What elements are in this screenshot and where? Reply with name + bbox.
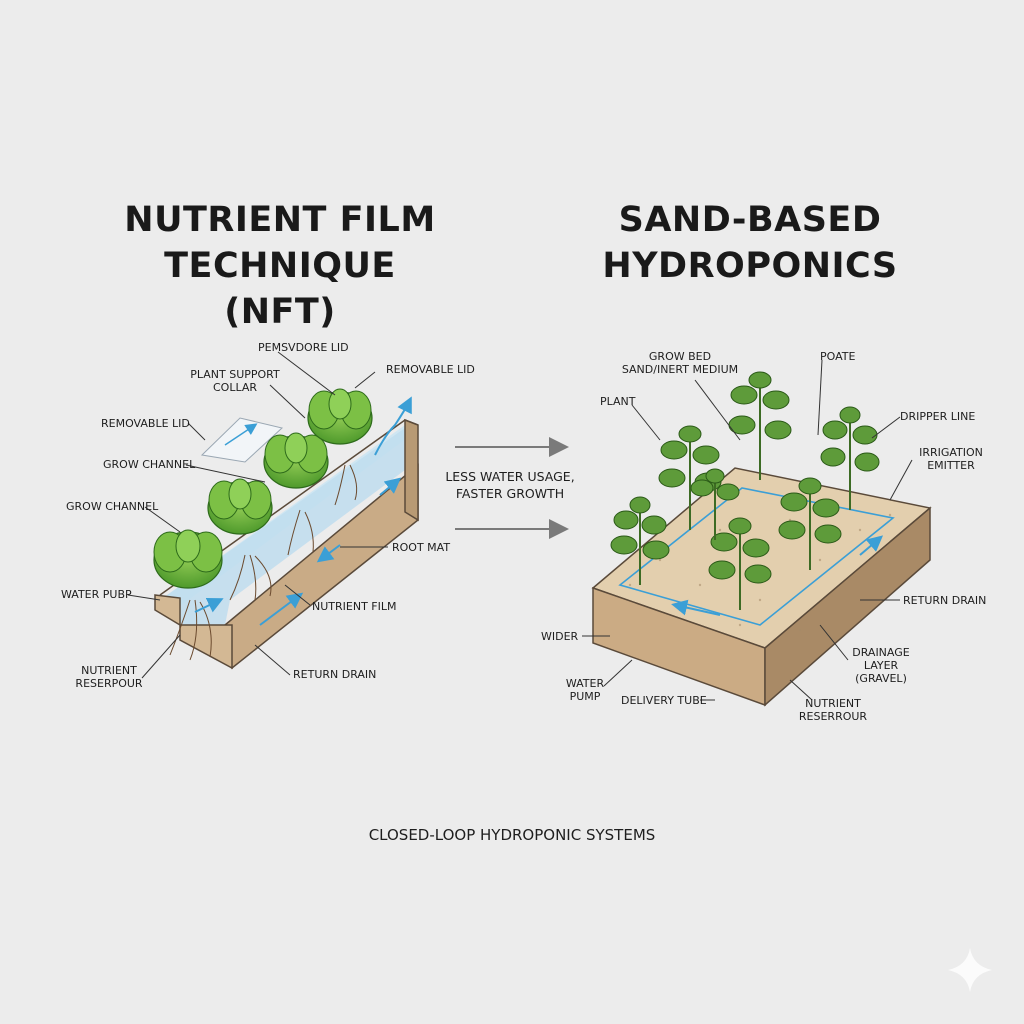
footer-caption: CLOSED-LOOP HYDROPONIC SYSTEMS xyxy=(368,826,656,844)
nft-roots xyxy=(169,464,358,661)
label-water-pump: WATER PUBP xyxy=(61,588,132,601)
label-delivery-tube: DELIVERY TUBE xyxy=(621,694,707,707)
label-drainage-layer: DRAINAGE LAYER (GRAVEL) xyxy=(852,646,910,685)
nft-title: NUTRIENT FILM TECHNIQUE (NFT) xyxy=(110,197,450,335)
nft-title-line1: NUTRIENT FILM xyxy=(124,200,436,240)
label-water-pump-sand: WATER PUMP xyxy=(565,677,605,703)
nft-plants xyxy=(153,388,373,589)
label-poate: POATE xyxy=(820,350,856,363)
label-irrigation-emitter: IRRIGATION EMITTER xyxy=(919,446,983,472)
dripper-loop xyxy=(618,487,895,626)
sand-title-line2: HYDROPONICS xyxy=(602,246,898,286)
nft-title-line2: TECHNIQUE (NFT) xyxy=(164,246,396,332)
label-return-drain-sand: RETURN DRAIN xyxy=(903,594,987,607)
label-removable-lid-top: REMOVABLE LID xyxy=(386,363,475,376)
sand-title-line1: SAND-BASED xyxy=(618,200,882,240)
label-pemsvore-lid: PEMSVDORE LID xyxy=(258,341,349,354)
label-return-drain-nft: RETURN DRAIN xyxy=(293,668,377,681)
label-grow-channel-2: GROW CHANNEL xyxy=(66,500,159,513)
label-nutrient-reservoir-nft: NUTRIENT RESERPOUR xyxy=(75,664,143,690)
nft-end-cap xyxy=(154,594,233,670)
nft-channel xyxy=(154,396,419,670)
nft-nutrient-film xyxy=(160,428,405,625)
label-removable-lid-left: REMOVABLE LID xyxy=(101,417,190,430)
sand-bed xyxy=(591,467,932,707)
sparkle-icon xyxy=(948,948,992,992)
sand-bed-side xyxy=(764,506,931,707)
sand-leader-lines xyxy=(582,359,913,701)
label-plant: PLANT xyxy=(600,395,636,408)
sand-title: SAND-BASED HYDROPONICS xyxy=(580,197,920,289)
sand-plants xyxy=(610,371,880,610)
label-nutrient-reservoir-sand: NUTRIENT RESERROUR xyxy=(798,697,868,723)
nft-leader-lines xyxy=(127,351,388,679)
label-root-mat: ROOT MAT xyxy=(392,541,451,554)
label-wider: WIDER xyxy=(541,630,579,643)
comparison-text: LESS WATER USAGE, FASTER GROWTH xyxy=(445,469,575,501)
comparison-arrows xyxy=(455,437,569,539)
label-grow-channel-1: GROW CHANNEL xyxy=(103,458,196,471)
nft-removable-lid xyxy=(200,417,284,463)
label-nutrient-film: NUTRIENT FILM xyxy=(312,600,397,613)
label-dripper-line: DRIPPER LINE xyxy=(900,410,976,423)
label-grow-bed: GROW BED SAND/INERT MEDIUM xyxy=(621,350,739,376)
label-plant-support-collar: PLANT SUPPORT COLLAR xyxy=(190,368,280,394)
